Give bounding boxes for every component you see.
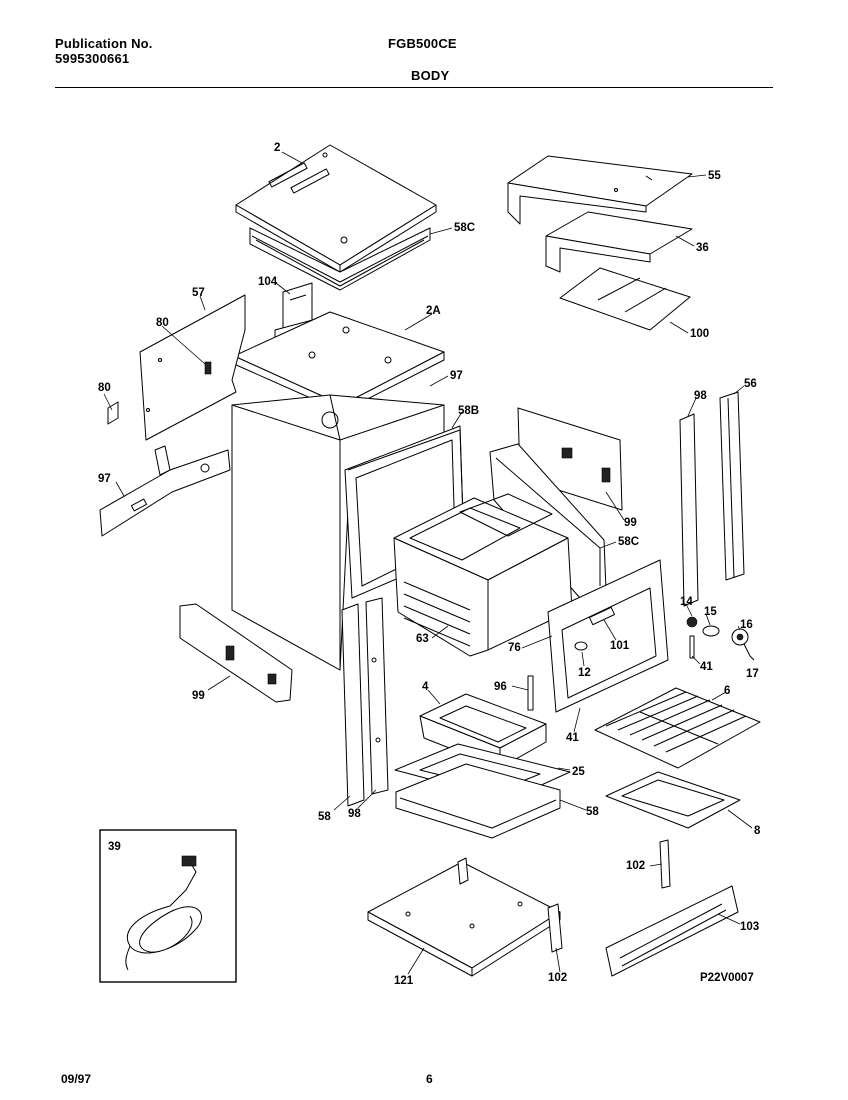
callout-97-left: 97	[98, 473, 111, 485]
bottom-pan-part	[367, 857, 561, 977]
leader-lines	[103, 151, 753, 975]
hinge-part	[527, 675, 534, 711]
callout-58-left: 58	[318, 811, 331, 823]
callout-121: 121	[394, 975, 414, 987]
callout-12: 12	[578, 667, 591, 679]
callout-56: 56	[744, 378, 757, 390]
callout-58-right: 58	[586, 806, 599, 818]
oven-front-frame-part	[547, 559, 669, 713]
callout-36: 36	[696, 242, 709, 254]
power-cord-inset	[99, 829, 237, 983]
callout-2: 2	[274, 142, 280, 154]
rear-bracket-part	[659, 839, 671, 889]
vent-baffle-part	[545, 211, 693, 273]
oven-rack-part	[594, 687, 761, 769]
section-title: BODY	[411, 68, 450, 83]
publication-number: 5995300661	[55, 51, 130, 66]
callout-labels: 2 55 58C 36 104 57 2A 100 80 80 97 97 58…	[98, 142, 761, 987]
callout-15: 15	[704, 606, 717, 618]
kick-plate-part	[605, 885, 739, 977]
callout-98-left: 98	[348, 808, 361, 820]
door-trim-right-part	[365, 597, 389, 795]
callout-16: 16	[740, 619, 753, 631]
callout-58b: 58B	[458, 405, 479, 417]
valve-part	[686, 616, 698, 628]
vent-plate-part	[559, 267, 691, 331]
callout-17: 17	[746, 668, 759, 680]
callout-102-bottom: 102	[548, 972, 567, 984]
callout-99-upper: 99	[624, 517, 637, 529]
right-trim-part	[679, 413, 699, 607]
callout-97-right: 97	[450, 370, 463, 382]
switch-part	[702, 625, 720, 637]
callout-101: 101	[610, 640, 630, 652]
callout-80-lower: 80	[98, 382, 111, 394]
callout-57: 57	[192, 287, 205, 299]
lower-back-panel-part	[179, 603, 293, 703]
callout-103: 103	[740, 921, 759, 933]
callout-25: 25	[572, 766, 585, 778]
callout-41-bottom: 41	[566, 732, 579, 744]
callout-4: 4	[422, 681, 429, 693]
right-side-trim-part	[719, 391, 745, 581]
callout-96: 96	[494, 681, 507, 693]
callout-102-right: 102	[626, 860, 645, 872]
upper-burner-insulation-part	[249, 227, 431, 291]
footer-date: 09/97	[61, 1072, 92, 1086]
callout-58c-top: 58C	[454, 222, 475, 234]
header-rule	[55, 87, 773, 88]
top-panel-part	[235, 144, 437, 273]
side-panel-part	[139, 294, 246, 441]
vent-hood-part	[507, 155, 693, 225]
igniter-part	[574, 641, 588, 651]
oven-liner-part	[393, 493, 573, 657]
callout-14: 14	[680, 596, 693, 608]
leveling-bracket-part	[547, 903, 563, 953]
callout-58c-mid: 58C	[618, 536, 639, 548]
publication-label: Publication No.	[55, 36, 153, 51]
callout-98-right: 98	[694, 390, 707, 402]
page-number: 6	[426, 1072, 433, 1086]
broiler-grid-part	[605, 771, 741, 829]
bracket-small-part	[689, 635, 695, 659]
callout-104: 104	[258, 276, 278, 288]
callout-55: 55	[708, 170, 721, 182]
callout-76: 76	[508, 642, 521, 654]
callout-63: 63	[416, 633, 429, 645]
callout-8: 8	[754, 825, 761, 837]
diagram-code: P22V0007	[700, 972, 754, 984]
callout-2a: 2A	[426, 305, 441, 317]
callout-6: 6	[724, 685, 730, 697]
callout-80-upper: 80	[156, 317, 169, 329]
callout-39: 39	[108, 841, 121, 853]
callout-41-right: 41	[700, 661, 713, 673]
door-trim-left-part	[341, 603, 365, 807]
model-number: FGB500CE	[388, 36, 457, 51]
rear-rail-part	[99, 445, 231, 537]
lower-burner-insulation-part	[395, 763, 561, 839]
thermostat-part	[731, 628, 755, 661]
callout-100: 100	[690, 328, 709, 340]
callout-99-lower: 99	[192, 690, 205, 702]
